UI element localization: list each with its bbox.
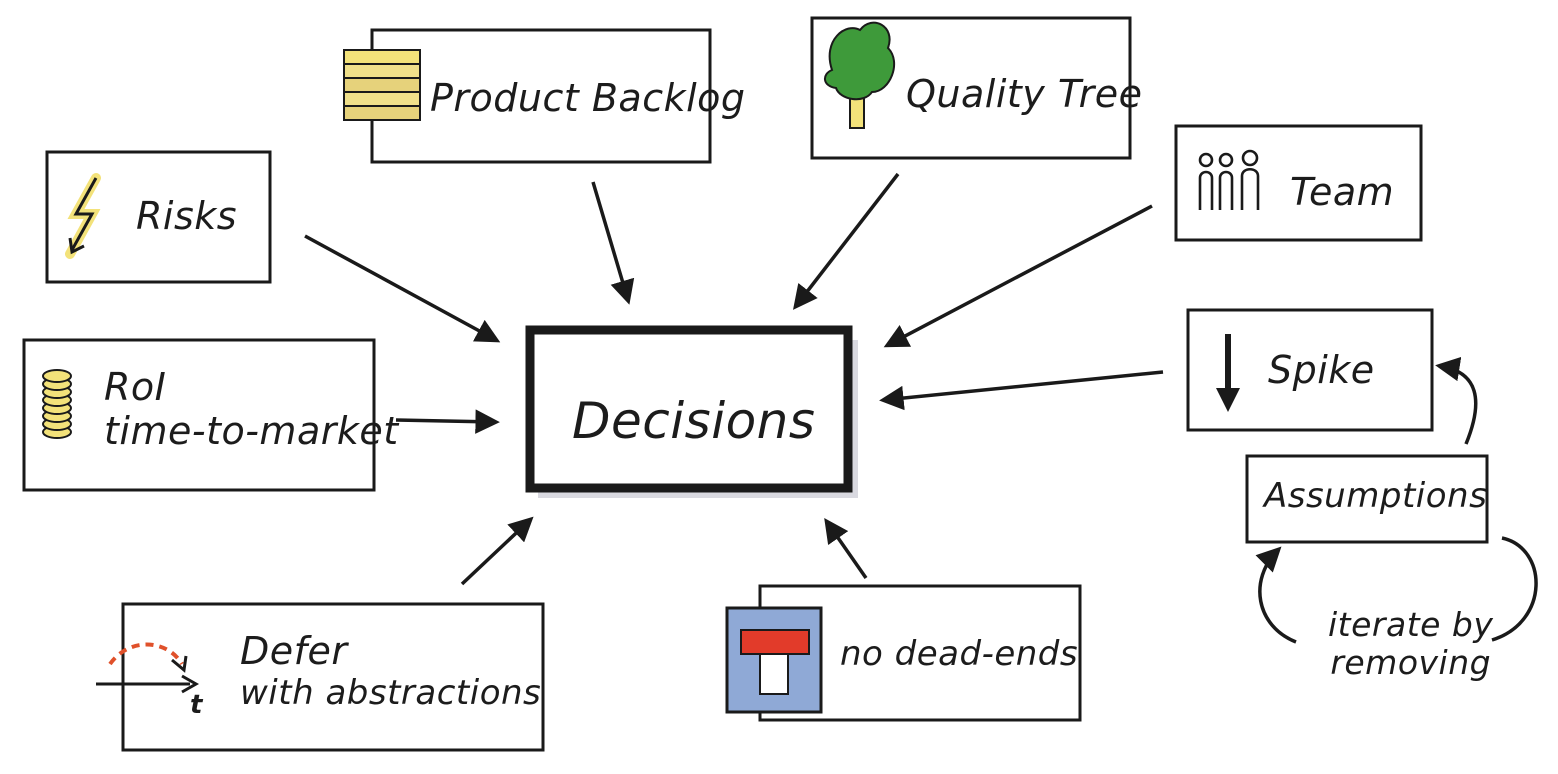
iterate-annotation-line2: removing (1330, 642, 1492, 682)
arrow-backlog (591, 181, 635, 305)
assumptions-box (1245, 454, 1489, 544)
arrow-defer (460, 516, 534, 586)
dead-end-sign-icon (725, 606, 823, 714)
arrow-spike (879, 370, 1164, 411)
defer-label-line1: Defer (240, 629, 348, 673)
lightning-icon (65, 173, 101, 259)
arrow-no-dead-ends (824, 517, 868, 580)
roi-label-line2: time-to-market (104, 408, 399, 453)
team-box (1174, 124, 1423, 242)
roi-label: RoI time-to-market (104, 365, 399, 453)
coin-stack-icon (42, 369, 72, 439)
people-icon (1198, 149, 1260, 210)
roi-label-line1: RoI (104, 365, 167, 409)
roi-box (22, 338, 376, 492)
arrow-iterate-loop (1260, 538, 1538, 644)
defer-box (121, 602, 545, 752)
decisions-node (525, 325, 858, 498)
tree-icon (824, 21, 896, 129)
stack-of-cards-icon (343, 49, 421, 121)
iterate-annotation: iterate by removing (1328, 606, 1493, 682)
arrow-risks (304, 234, 501, 343)
defer-label-line2: with abstractions (240, 672, 542, 713)
team-label: Team (1290, 170, 1395, 214)
arrow-assumptions-to-spike (1435, 356, 1478, 445)
no-dead-ends-label: no dead-ends (840, 634, 1079, 674)
assumptions-label: Assumptions (1264, 476, 1488, 516)
quality-tree-box (810, 16, 1132, 160)
time-axis-label: t (190, 690, 203, 720)
timeline-jump-icon (96, 642, 200, 694)
product-backlog-label: Product Backlog (430, 76, 746, 120)
spike-label: Spike (1268, 348, 1375, 392)
arrow-team (883, 204, 1153, 348)
iterate-annotation-line1: iterate by (1328, 605, 1494, 644)
quality-tree-label: Quality Tree (906, 72, 1143, 116)
arrow-roi (395, 409, 500, 434)
risks-label: Risks (136, 194, 238, 238)
spike-box (1186, 308, 1434, 432)
risks-box (45, 150, 272, 284)
defer-label: Defer with abstractions (240, 629, 542, 713)
arrow-quality-tree (793, 172, 900, 310)
down-arrow-icon (1216, 334, 1240, 412)
decisions-label: Decisions (572, 392, 816, 450)
